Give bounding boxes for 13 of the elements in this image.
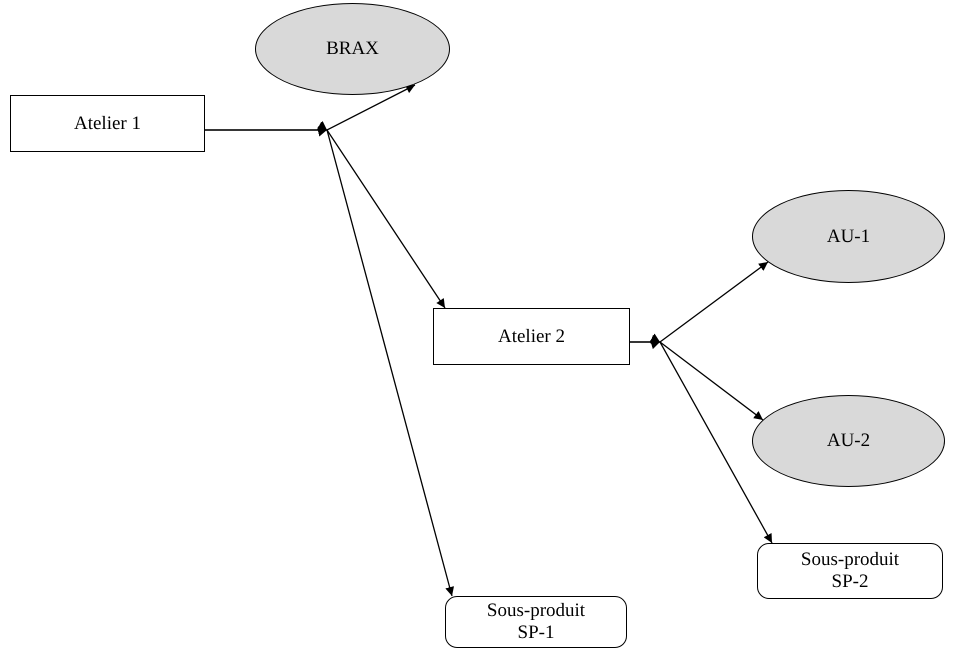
node-label: AU-1 (826, 226, 870, 248)
workshop-box (433, 308, 630, 365)
byproduct-box (757, 543, 943, 599)
workshop-box (10, 95, 205, 152)
byproduct-box (445, 596, 627, 648)
node-label: Atelier 1 (74, 112, 141, 134)
node-label: AU-2 (826, 430, 870, 452)
node-label: BRAX (326, 38, 379, 60)
arrow (630, 334, 773, 544)
arrow (205, 121, 454, 596)
node-label: Atelier 2 (498, 326, 565, 348)
node-label: Sous-produit SP-2 (800, 549, 900, 593)
node-label: Sous-produit SP-1 (486, 600, 586, 644)
